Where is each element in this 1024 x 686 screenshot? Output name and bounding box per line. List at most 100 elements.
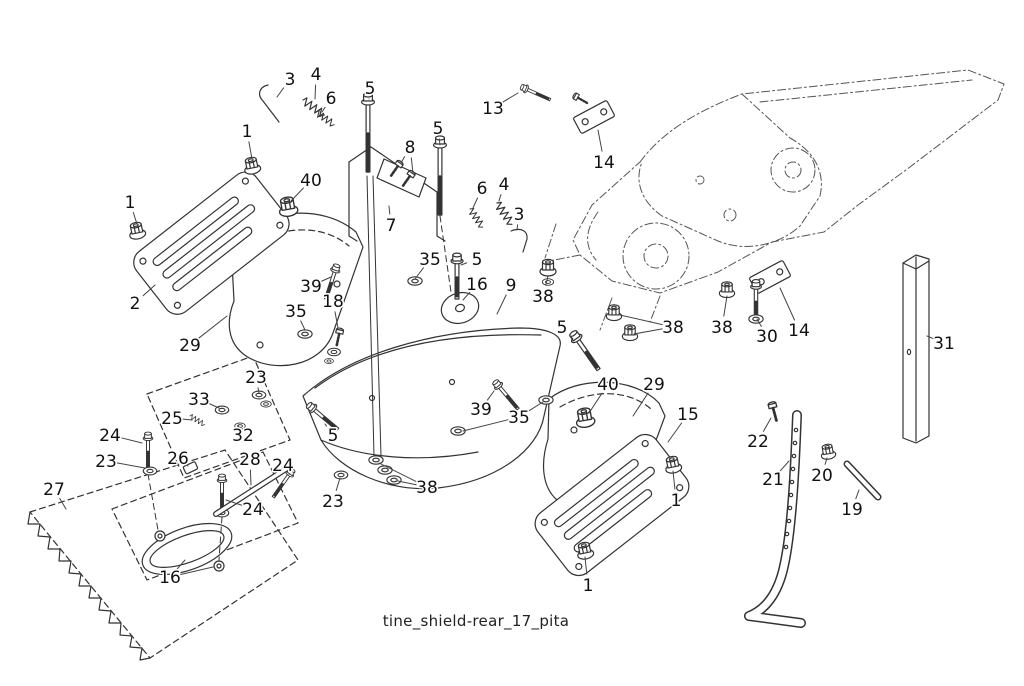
leader-line: [462, 291, 471, 301]
washer-38: [368, 455, 384, 465]
leader-line: [779, 460, 790, 472]
part-label-38: 38: [532, 287, 554, 307]
leader-line: [588, 392, 603, 414]
leader-line: [400, 156, 406, 164]
part-label-3: 3: [285, 70, 296, 90]
part-label-5: 5: [433, 119, 444, 139]
leader-line: [597, 129, 603, 152]
hex-nut-38: [621, 324, 639, 342]
part-label-18: 18: [322, 292, 344, 312]
washer-18: [327, 347, 341, 357]
leader-line: [237, 424, 241, 430]
part-label-23: 23: [95, 452, 117, 472]
leader-line: [496, 294, 507, 315]
part-label-22: 22: [747, 432, 769, 452]
leader-line: [257, 387, 260, 394]
leader-line: [324, 423, 327, 427]
hex-nut-38: [605, 304, 623, 322]
part-label-13: 13: [482, 99, 504, 119]
part-label-35: 35: [285, 302, 307, 322]
keeper-disc-16: [440, 291, 480, 325]
leader-line: [633, 328, 663, 335]
left-shield-plate-2: [133, 171, 290, 315]
part-label-30: 30: [756, 327, 778, 347]
leader-line: [300, 320, 306, 331]
hex-bolt-5: [431, 134, 449, 217]
washer-35: [407, 276, 423, 286]
belt-16: [111, 451, 299, 581]
washer-38: [386, 475, 402, 485]
leader-line: [59, 497, 67, 510]
part-label-1: 1: [242, 122, 253, 142]
diagram-caption: tine_shield-rear_17_pita: [382, 612, 570, 630]
leader-line: [180, 566, 214, 575]
part-label-1: 1: [583, 576, 594, 596]
leader-line: [142, 284, 156, 297]
leader-line: [756, 318, 762, 327]
leader-line: [314, 84, 317, 100]
leader-line: [460, 262, 468, 266]
part-label-39: 39: [470, 400, 492, 420]
part-label-5: 5: [557, 318, 568, 338]
part-label-38: 38: [416, 478, 438, 498]
leader-line: [290, 187, 304, 202]
leader-line: [498, 194, 502, 202]
washer-38: [377, 465, 393, 475]
leader-line: [472, 197, 478, 209]
leader-line: [276, 87, 285, 98]
leader-line: [225, 499, 244, 506]
part-label-38: 38: [662, 318, 684, 338]
part-label-2: 2: [130, 294, 141, 314]
leader-line: [486, 390, 495, 401]
leader-line: [320, 276, 332, 282]
leader-line: [545, 275, 549, 286]
leader-line: [723, 295, 728, 317]
leader-line: [248, 141, 253, 160]
hex-nut-38: [718, 281, 736, 299]
part-label-16: 16: [466, 275, 488, 295]
part-label-40: 40: [300, 171, 322, 191]
leader-line: [116, 462, 146, 469]
part-label-25: 25: [161, 409, 183, 429]
washer-30: [748, 314, 764, 324]
part-label-29: 29: [179, 336, 201, 356]
part-label-27: 27: [43, 480, 65, 500]
leader-line: [249, 469, 252, 486]
leader-line: [120, 437, 143, 444]
part-label-35: 35: [419, 250, 441, 270]
part-label-24: 24: [272, 456, 294, 476]
leader-line: [632, 392, 649, 417]
leader-line: [198, 315, 228, 339]
part-label-32: 32: [232, 426, 254, 446]
spring-4: [493, 200, 516, 228]
part-label-9: 9: [506, 276, 517, 296]
part-label-29: 29: [643, 375, 665, 395]
hitch-pin-19: [843, 460, 882, 501]
part-label-15: 15: [677, 405, 699, 425]
washer-23: [333, 470, 349, 480]
depth-stake-31: [902, 254, 930, 444]
part-label-4: 4: [499, 175, 510, 195]
tiller-machine-outline: [543, 69, 1005, 331]
leader-line: [388, 205, 391, 215]
hex-bolt-5: [565, 326, 606, 375]
screw-18: [331, 326, 346, 349]
part-label-24: 24: [99, 426, 121, 446]
leader-line: [378, 462, 418, 483]
leader-line: [667, 422, 683, 443]
part-label-28: 28: [239, 450, 261, 470]
washer-38: [541, 278, 555, 286]
part-label-1: 1: [125, 193, 136, 213]
leader-line: [762, 417, 772, 432]
bracket-14-top: [573, 100, 615, 134]
leader-line: [335, 477, 341, 491]
drag-bar-holes: [783, 427, 799, 550]
washer-35: [297, 329, 313, 339]
hardware-group-box: [146, 355, 291, 479]
flange-nut-40: [276, 194, 300, 219]
leader-line: [779, 287, 795, 321]
leader-line: [855, 489, 860, 500]
